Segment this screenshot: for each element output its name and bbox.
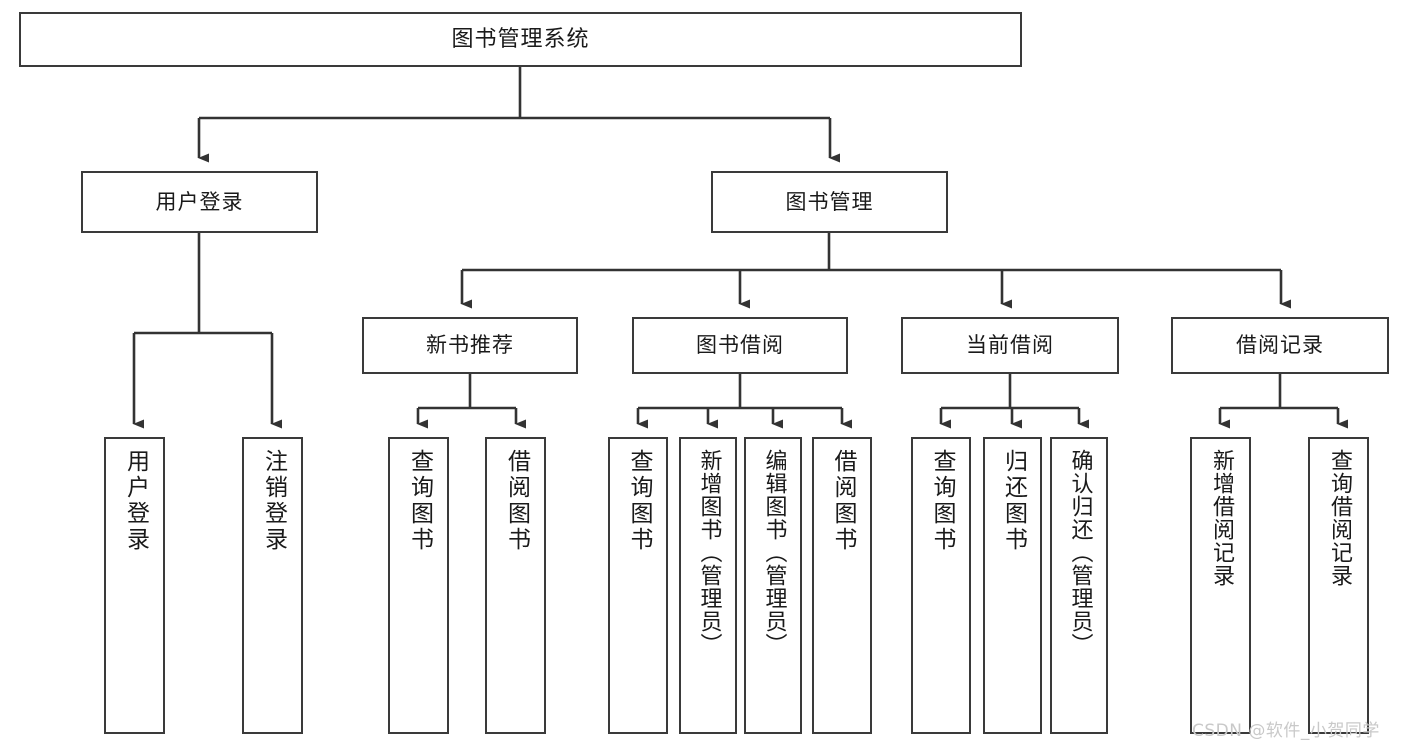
node-label: 编辑图书（管理员） bbox=[761, 449, 787, 656]
node-current-borrow[interactable]: 当前借阅 bbox=[901, 317, 1119, 374]
watermark: CSDN @软件_小贺同学 bbox=[1192, 716, 1380, 741]
node-label: 确认归还（管理员） bbox=[1067, 449, 1093, 656]
node-leaf-query-book-borrow[interactable]: 查询图书 bbox=[608, 437, 668, 734]
node-borrow-record[interactable]: 借阅记录 bbox=[1171, 317, 1389, 374]
watermark-text: CSDN @软件_小贺同学 bbox=[1192, 721, 1380, 741]
node-label: 图书借阅 bbox=[696, 333, 784, 358]
node-label: 查询借阅记录 bbox=[1326, 449, 1352, 587]
node-new-book-recommend[interactable]: 新书推荐 bbox=[362, 317, 578, 374]
node-label: 用户登录 bbox=[122, 449, 149, 553]
node-label: 借阅图书 bbox=[829, 449, 856, 553]
node-leaf-borrow-book-recommend[interactable]: 借阅图书 bbox=[485, 437, 546, 734]
node-label: 注销登录 bbox=[260, 449, 287, 553]
node-label: 图书管理 bbox=[785, 189, 874, 214]
node-label: 查询图书 bbox=[625, 449, 652, 553]
node-label: 图书管理系统 bbox=[451, 26, 590, 52]
node-label: 归还图书 bbox=[1000, 449, 1027, 553]
node-book-borrow[interactable]: 图书借阅 bbox=[632, 317, 848, 374]
node-leaf-query-book-recommend[interactable]: 查询图书 bbox=[388, 437, 449, 734]
node-user-login[interactable]: 用户登录 bbox=[81, 171, 318, 233]
node-leaf-query-book-current[interactable]: 查询图书 bbox=[911, 437, 971, 734]
node-label: 用户登录 bbox=[155, 189, 244, 214]
node-label: 查询图书 bbox=[928, 449, 955, 553]
node-leaf-confirm-return[interactable]: 确认归还（管理员） bbox=[1050, 437, 1108, 734]
node-label: 查询图书 bbox=[406, 449, 433, 553]
node-leaf-add-borrow-record[interactable]: 新增借阅记录 bbox=[1190, 437, 1251, 734]
node-leaf-user-login[interactable]: 用户登录 bbox=[104, 437, 165, 734]
node-leaf-edit-book[interactable]: 编辑图书（管理员） bbox=[744, 437, 802, 734]
node-leaf-borrow-book[interactable]: 借阅图书 bbox=[812, 437, 872, 734]
node-label: 新增借阅记录 bbox=[1208, 449, 1234, 587]
node-leaf-logout[interactable]: 注销登录 bbox=[242, 437, 303, 734]
node-root-system[interactable]: 图书管理系统 bbox=[19, 12, 1022, 67]
node-book-management[interactable]: 图书管理 bbox=[711, 171, 948, 233]
node-label: 新书推荐 bbox=[426, 333, 514, 358]
node-label: 借阅记录 bbox=[1236, 333, 1324, 358]
node-leaf-add-book[interactable]: 新增图书（管理员） bbox=[679, 437, 737, 734]
node-label: 当前借阅 bbox=[966, 333, 1054, 358]
node-leaf-query-borrow-record[interactable]: 查询借阅记录 bbox=[1308, 437, 1369, 734]
node-label: 借阅图书 bbox=[503, 449, 530, 553]
node-label: 新增图书（管理员） bbox=[696, 449, 722, 656]
node-leaf-return-book[interactable]: 归还图书 bbox=[983, 437, 1042, 734]
